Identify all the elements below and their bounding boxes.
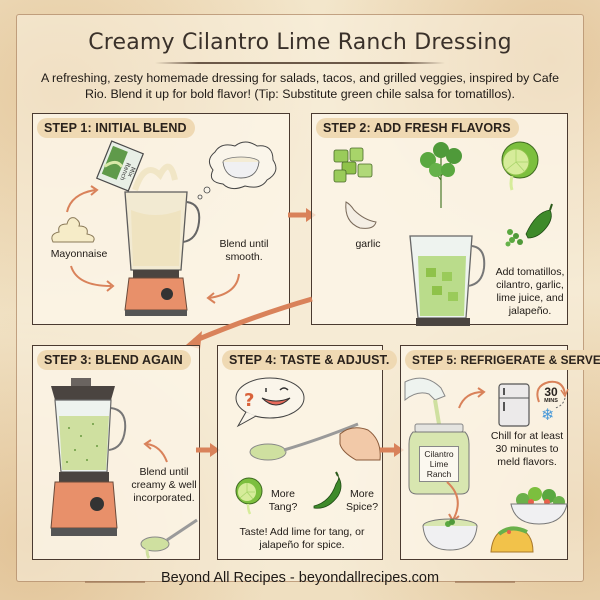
- more-spice-label: More Spice?: [345, 488, 379, 513]
- blender-icon: [124, 163, 201, 316]
- mayonnaise-label: Mayonnaise: [50, 248, 108, 260]
- ranch-mix-packet-icon: Ranch Mix: [95, 140, 145, 192]
- footer-credit: Beyond All Recipes - beyondallrecipes.co…: [160, 570, 440, 586]
- recipe-description: A refreshing, zesty homemade dressing fo…: [41, 71, 559, 101]
- thought-bubble-bowl-icon: [197, 141, 277, 200]
- flow-arrow-icon: [196, 443, 220, 457]
- arrow-icon: [70, 265, 115, 292]
- jar-label: Cilantro Lime Ranch: [419, 446, 459, 482]
- page-title: Creamy Cilantro Lime Ranch Dressing: [88, 30, 512, 55]
- dressing-bowl-icon: [422, 518, 478, 551]
- blender-icon: [409, 235, 486, 326]
- snowflake-icon: ❄: [541, 407, 555, 424]
- footer-rule-left: [85, 581, 145, 583]
- arrow-icon: [458, 387, 486, 409]
- title-underline: [155, 62, 445, 64]
- step-4-panel: STEP 4: TASTE & ADJUST. ? More Tang? Mor…: [217, 345, 398, 560]
- more-tang-label: More Tang?: [268, 488, 298, 513]
- lime-icon: [235, 477, 263, 515]
- step-5-instruction: Chill for at least 30 minutes to meld fl…: [490, 430, 564, 468]
- step-5-panel: STEP 5: REFRIGERATE & SERVE Cilantro Lim…: [400, 345, 600, 560]
- jar-label-text: Cilantro Lime Ranch: [424, 449, 454, 479]
- garlic-label: garlic: [355, 238, 381, 250]
- step-2-label: STEP 2: ADD FRESH FLAVORS: [316, 118, 519, 138]
- step-1-panel: STEP 1: INITIAL BLEND Ranch Mix Mayonnai…: [32, 113, 290, 325]
- speech-bubble-smile-icon: ?: [235, 377, 305, 428]
- svg-text:?: ?: [244, 390, 254, 411]
- flow-arrow-icon: [186, 296, 313, 349]
- timer-value: 30: [544, 385, 558, 399]
- arrow-icon: [66, 185, 99, 213]
- step-2-panel: STEP 2: ADD FRESH FLAVORS garlic: [311, 113, 568, 326]
- step-2-instruction: Add tomatillos, cilantro, garlic, lime j…: [495, 266, 565, 317]
- lime-half-icon: [501, 141, 539, 191]
- svg-text:Mix: Mix: [126, 166, 137, 179]
- flow-arrow-icon: [380, 443, 404, 457]
- taco-icon: [490, 526, 534, 553]
- salad-bowl-icon: [510, 487, 568, 525]
- step-1-label: STEP 1: INITIAL BLEND: [37, 118, 195, 138]
- tomatillo-cubes-icon: [333, 147, 373, 183]
- step-5-label: STEP 5: REFRIGERATE & SERVE: [405, 350, 600, 370]
- arrow-icon: [206, 273, 240, 304]
- footer-rule-right: [455, 581, 515, 583]
- step-4-instruction: Taste! Add lime for tang, or jalapeño fo…: [239, 526, 365, 551]
- jalapeno-icon: [313, 471, 342, 509]
- spoon-icon: [140, 518, 198, 560]
- blend-instruction: Blend until smooth.: [219, 238, 269, 263]
- cilantro-icon: [420, 142, 462, 208]
- arrow-icon: [143, 439, 168, 463]
- timer-icon: [536, 380, 569, 409]
- blender-icon: [50, 378, 127, 536]
- step-3-label: STEP 3: BLEND AGAIN: [37, 350, 191, 370]
- step-4-label: STEP 4: TASTE & ADJUST.: [222, 350, 398, 370]
- jalapeno-icon: [505, 203, 553, 247]
- timer-unit: MINS: [544, 398, 558, 404]
- garlic-clove-icon: [345, 201, 377, 229]
- step-3-instruction: Blend until creamy & well incorporated.: [131, 466, 197, 504]
- hand-spoon-icon: [249, 422, 381, 461]
- refrigerator-icon: [498, 383, 530, 427]
- mayonnaise-dollop-icon: [51, 217, 95, 243]
- step-3-panel: STEP 3: BLEND AGAIN Blend until creamy &…: [32, 345, 200, 560]
